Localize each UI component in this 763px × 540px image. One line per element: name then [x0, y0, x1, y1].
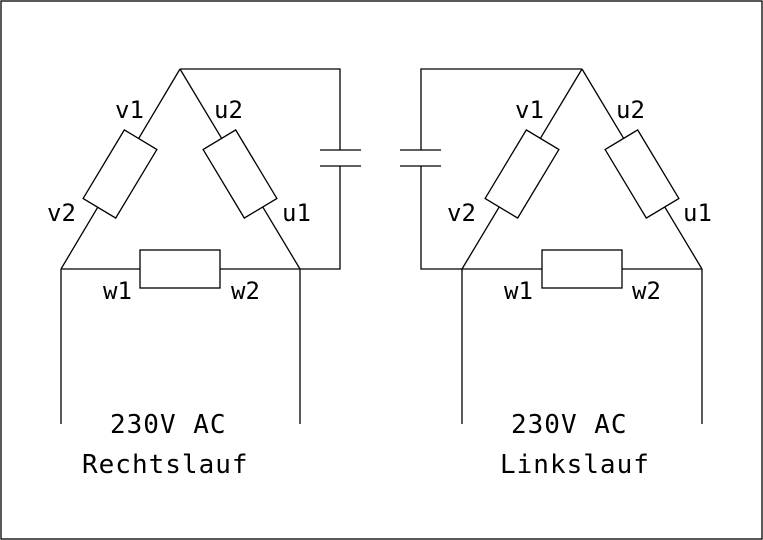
left-label-v1: v1: [115, 96, 144, 124]
right-winding-v: [484, 129, 560, 219]
left-label-w2: w2: [231, 277, 260, 305]
right-circuit: v1 v2 u2 u1 w1 w2 230V AC Linkslauf: [400, 68, 712, 480]
left-cap-wire-bottom: [300, 166, 341, 270]
right-label-w2: w2: [632, 277, 661, 305]
right-winding-u: [604, 129, 680, 219]
right-label-w1: w1: [504, 277, 533, 305]
left-label-w1: w1: [103, 277, 132, 305]
right-direction-label: Linkslauf: [500, 450, 650, 480]
left-cap-wire-top: [180, 68, 341, 150]
right-cap-wire-bottom: [420, 166, 462, 270]
left-voltage-label: 230V AC: [110, 410, 227, 440]
right-cap-wire-top: [420, 68, 582, 150]
right-label-v1: v1: [515, 96, 544, 124]
left-label-u1: u1: [282, 199, 311, 227]
right-label-u2: u2: [616, 96, 645, 124]
right-label-v2: v2: [447, 199, 476, 227]
left-winding-w: [139, 249, 221, 289]
left-winding-u: [202, 129, 278, 219]
left-winding-v: [82, 129, 158, 219]
left-direction-label: Rechtslauf: [82, 450, 249, 480]
left-label-u2: u2: [214, 96, 243, 124]
right-voltage-label: 230V AC: [511, 410, 628, 440]
right-label-u1: u1: [683, 199, 712, 227]
left-label-v2: v2: [47, 199, 76, 227]
right-winding-w: [541, 249, 623, 289]
left-circuit: v1 v2 u2 u1 w1 w2 230V AC Rechtslauf: [47, 68, 361, 480]
